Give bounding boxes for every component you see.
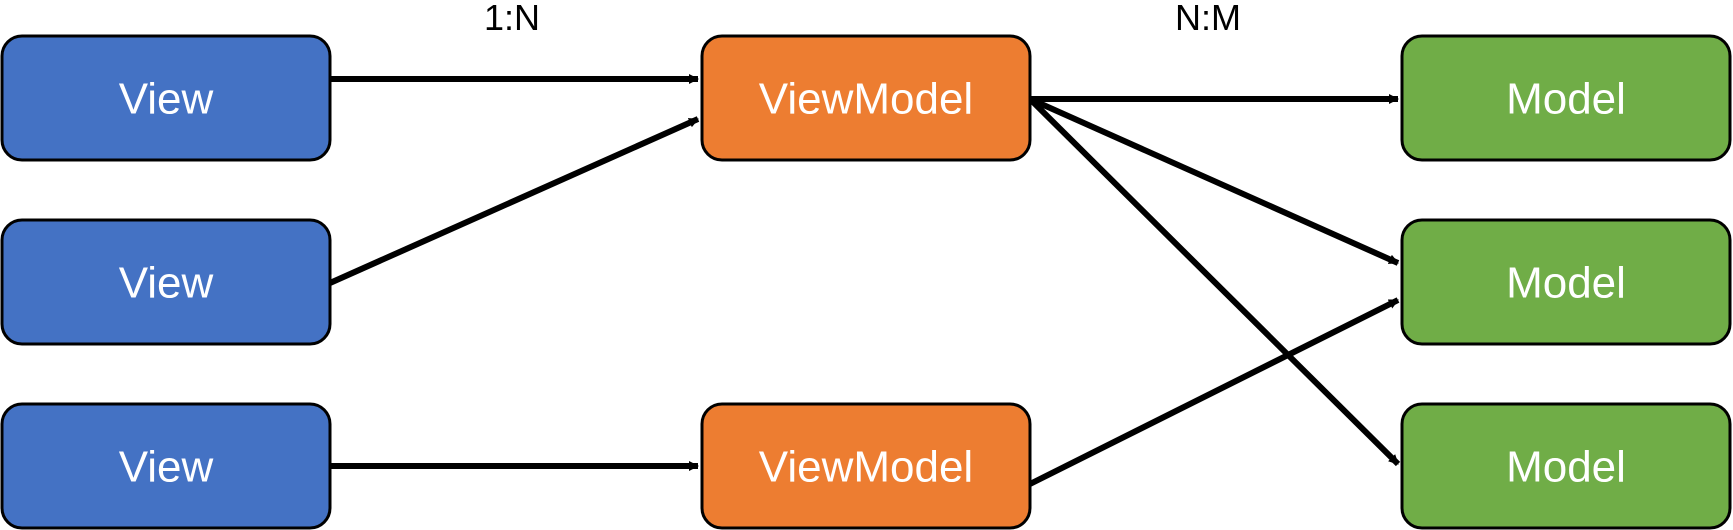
view-node-1-box bbox=[0, 34, 332, 162]
model-node-1-label: Model bbox=[1506, 75, 1626, 124]
view-node-2-label: View bbox=[119, 259, 214, 308]
ratio-label-n-m: N:M bbox=[1175, 0, 1241, 38]
edge-viewmodel2-model2 bbox=[1028, 297, 1400, 487]
view-node-3-box bbox=[0, 402, 332, 530]
model-node-2-label: Model bbox=[1506, 259, 1626, 308]
model-node-3: Model bbox=[1400, 402, 1732, 530]
viewmodel-node-1-box bbox=[700, 34, 1032, 162]
edge-view2-viewmodel1 bbox=[328, 116, 700, 286]
view-node-2-box bbox=[0, 218, 332, 346]
model-node-3-label: Model bbox=[1506, 443, 1626, 492]
viewmodel-node-2-label: ViewModel bbox=[759, 443, 973, 492]
model-node-1: Model bbox=[1400, 34, 1732, 162]
edge-layer bbox=[328, 74, 1401, 487]
viewmodel-node-1-label: ViewModel bbox=[759, 75, 973, 124]
viewmodel-node-2-box bbox=[700, 402, 1032, 530]
view-node-1-label: View bbox=[119, 75, 214, 124]
model-node-2-box bbox=[1400, 218, 1732, 346]
model-node-3-box bbox=[1400, 402, 1732, 530]
viewmodel-node-2: ViewModel bbox=[700, 402, 1032, 530]
edge-viewmodel1-model3 bbox=[1027, 96, 1401, 467]
model-node-1-box bbox=[1400, 34, 1732, 162]
viewmodel-node-1: ViewModel bbox=[700, 34, 1032, 162]
view-node-3: View bbox=[0, 402, 332, 530]
model-node-2: Model bbox=[1400, 218, 1732, 346]
view-node-3-label: View bbox=[119, 443, 214, 492]
view-node-1: View bbox=[0, 34, 332, 162]
edge-viewmodel1-model2 bbox=[1028, 96, 1400, 266]
view-node-2: View bbox=[0, 218, 332, 346]
ratio-label-1-n: 1:N bbox=[484, 0, 540, 38]
